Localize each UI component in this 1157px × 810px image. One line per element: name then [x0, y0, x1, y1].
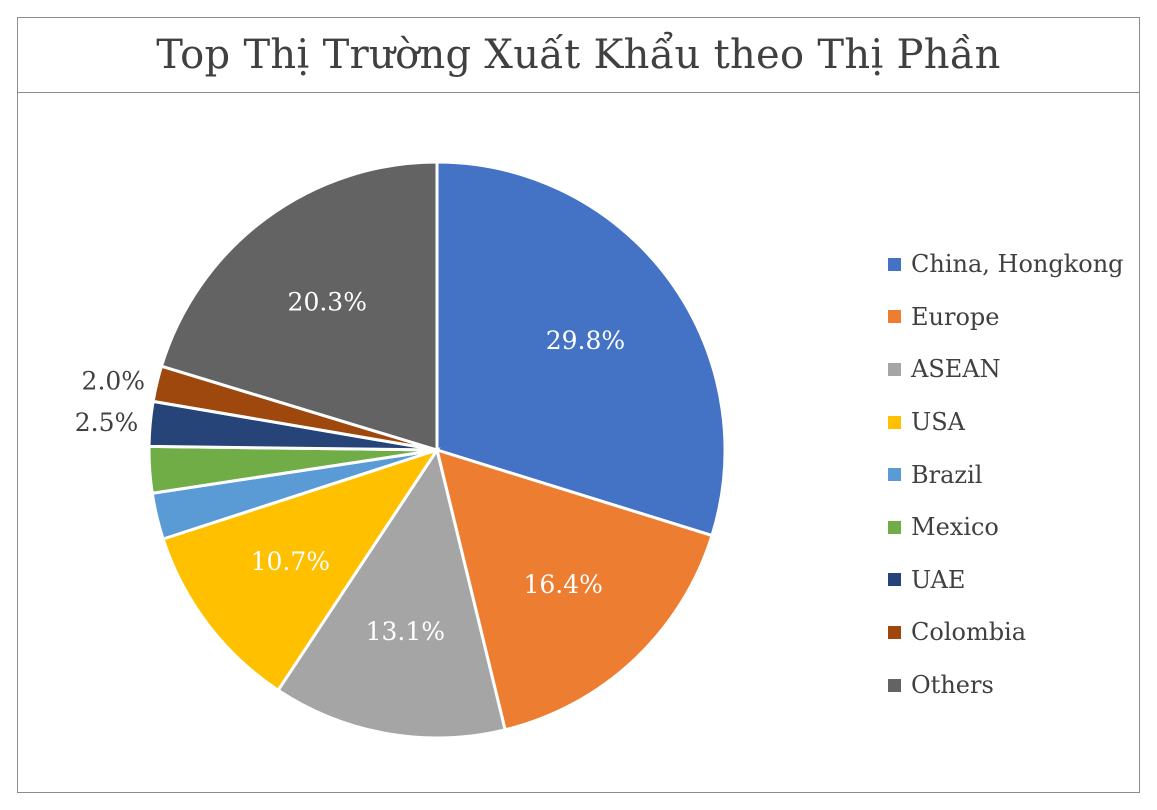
legend-swatch: [888, 257, 901, 271]
legend-swatch: [888, 625, 901, 639]
legend-label: UAE: [911, 565, 966, 594]
legend-item-brazil: Brazil: [888, 448, 1124, 501]
legend-item-europe: Europe: [888, 291, 1124, 344]
chart-frame: Top Thị Trường Xuất Khẩu theo Thị Phần 2…: [17, 17, 1140, 793]
legend-item-others: Others: [888, 659, 1124, 712]
legend-label: Colombia: [911, 618, 1027, 647]
pie-slice-europe: [434, 447, 714, 732]
legend-label: USA: [911, 408, 965, 437]
data-label-usa: 10.7%: [251, 547, 330, 576]
legend-item-usa: USA: [888, 396, 1124, 449]
legend-item-china-hongkong: China, Hongkong: [888, 238, 1124, 291]
data-label-uae: 2.5%: [75, 408, 139, 437]
pie-slice-others: [159, 160, 439, 453]
data-label-europe: 16.4%: [523, 570, 602, 599]
data-label-colombia: 2.0%: [82, 366, 146, 395]
data-label-asean: 13.1%: [366, 617, 445, 646]
legend-swatch: [888, 678, 901, 692]
data-label-others: 20.3%: [288, 287, 367, 316]
legend-swatch: [888, 573, 901, 587]
legend-item-mexico: Mexico: [888, 501, 1124, 554]
pie-slice-china-hongkong: [435, 160, 727, 538]
data-label-china-hongkong: 29.8%: [546, 326, 625, 355]
legend-label: ASEAN: [911, 355, 1001, 384]
legend-item-asean: ASEAN: [888, 343, 1124, 396]
legend-label: China, Hongkong: [911, 250, 1124, 279]
pie-slice-asean: [276, 446, 507, 740]
legend-label: Europe: [911, 302, 1000, 331]
legend-swatch: [888, 468, 901, 482]
legend-swatch: [888, 362, 901, 376]
pie-slice-usa: [161, 447, 441, 693]
legend-swatch: [888, 310, 901, 324]
chart-title: Top Thị Trường Xuất Khẩu theo Thị Phần: [156, 32, 1001, 78]
legend-item-colombia: Colombia: [888, 606, 1124, 659]
legend-label: Others: [911, 671, 994, 700]
pie-chart: 29.8% 16.4% 13.1% 10.7% 2.5% 2.0% 20.3%: [75, 160, 727, 740]
legend-label: Brazil: [911, 460, 983, 489]
legend-swatch: [888, 415, 901, 429]
chart-title-bar: Top Thị Trường Xuất Khẩu theo Thị Phần: [18, 18, 1139, 93]
legend-label: Mexico: [911, 513, 999, 542]
legend-item-uae: UAE: [888, 554, 1124, 607]
legend-swatch: [888, 520, 901, 534]
